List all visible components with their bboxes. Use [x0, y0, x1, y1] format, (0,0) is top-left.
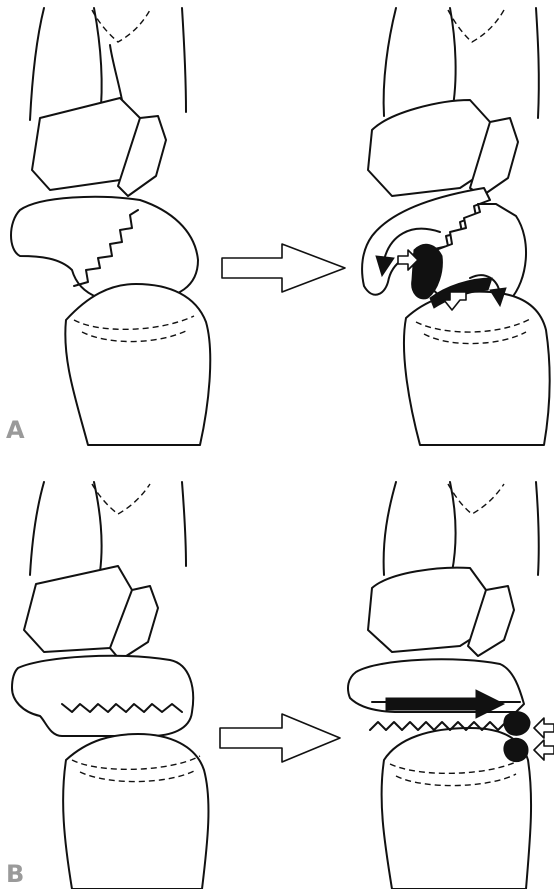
- capitate-dashed-outline: [92, 484, 150, 514]
- bone-contact-marker: [504, 712, 530, 736]
- capitate-dashed-outline: [92, 10, 150, 42]
- hollow-arrow-icon: [220, 714, 340, 762]
- panel-b-before-diagram: [12, 482, 208, 889]
- bone-contact-marker: [504, 738, 528, 761]
- panel-label-b: B: [6, 860, 24, 888]
- radius-bone: [65, 284, 210, 445]
- metacarpal-outline: [182, 482, 186, 566]
- panel-a-before-diagram: [11, 8, 210, 445]
- metacarpal-outline: [536, 482, 539, 575]
- hollow-arrow-icon: [222, 244, 345, 292]
- metacarpal-outline: [30, 482, 44, 575]
- compression-arrow-icon: [534, 740, 554, 760]
- metacarpal-outline: [182, 8, 186, 112]
- capitate-dashed-outline: [448, 10, 504, 42]
- lunate-bone: [11, 197, 198, 302]
- metacarpal-outline: [94, 8, 102, 118]
- metacarpal-outline: [30, 8, 44, 120]
- panel-a-after-diagram: [362, 8, 550, 445]
- panel-b: B: [6, 482, 554, 889]
- metacarpal-outline: [384, 8, 396, 116]
- metacarpal-outline: [384, 482, 396, 575]
- lunate-bone: [12, 656, 193, 736]
- carpal-outline: [110, 45, 122, 100]
- capitate-dashed-outline: [448, 484, 504, 514]
- panel-label-a: A: [6, 416, 25, 444]
- radius-bone: [404, 292, 550, 445]
- metacarpal-outline: [450, 8, 456, 112]
- panel-a: A: [6, 8, 550, 445]
- compression-arrow-icon: [534, 718, 554, 738]
- metacarpal-outline: [536, 8, 539, 118]
- fracture-line: [370, 722, 514, 730]
- panel-b-after-diagram: [348, 482, 554, 889]
- radius-bone: [63, 734, 208, 889]
